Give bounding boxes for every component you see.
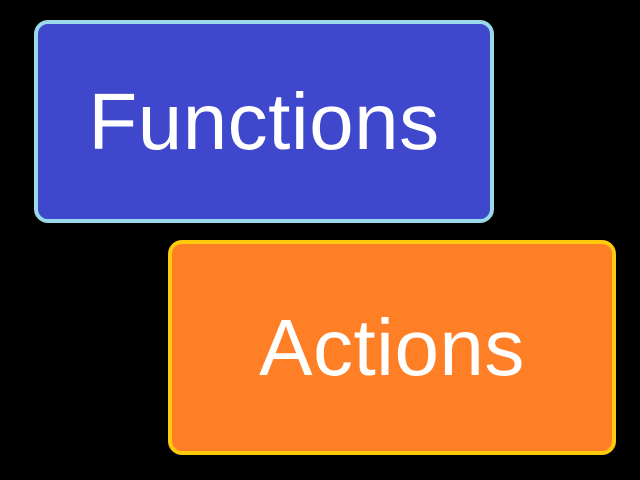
functions-label: Functions — [88, 76, 440, 166]
actions-box: Actions — [168, 240, 616, 455]
functions-box: Functions — [34, 20, 494, 223]
actions-label: Actions — [259, 302, 525, 392]
